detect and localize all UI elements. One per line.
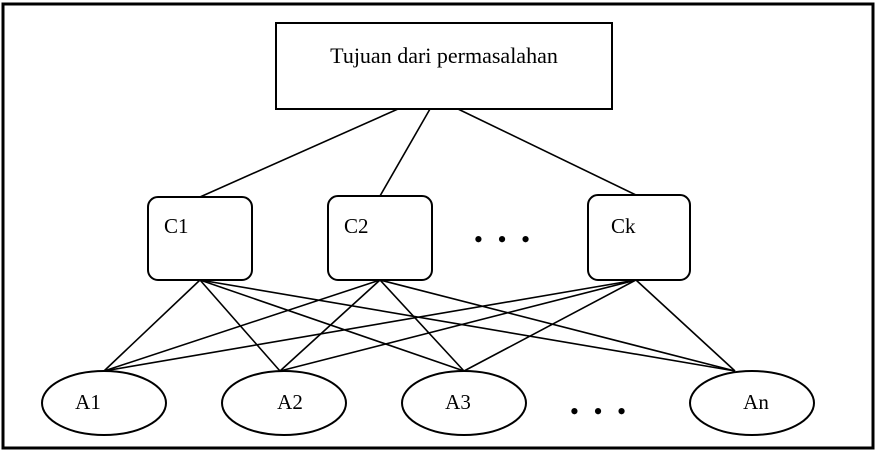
criterion-node-c2: C2 [327, 195, 433, 281]
goal-box [275, 22, 613, 110]
alternative-ellipse-a2 [221, 370, 347, 436]
edge-goal-c2 [379, 108, 431, 197]
edge-ck-an [635, 279, 736, 372]
alternative-node-a1: A1 [41, 370, 167, 436]
edge-ck-a3 [463, 279, 637, 372]
alternatives-ellipsis: • • • [570, 397, 630, 426]
criterion-label-c1: C1 [164, 214, 189, 238]
edge-c1-a3 [199, 279, 465, 372]
alternative-label-a2: A2 [277, 390, 303, 414]
edge-c2-an [379, 279, 736, 372]
edge-c2-a3 [379, 279, 465, 372]
alternative-ellipse-a3 [401, 370, 527, 436]
edge-goal-ck [457, 108, 637, 196]
edge-c1-an [199, 279, 736, 372]
connector-lines [103, 108, 736, 372]
edge-c2-a2 [279, 279, 381, 372]
edge-ck-a1 [103, 279, 637, 372]
alternative-node-a3: A3 [401, 370, 527, 436]
alternative-ellipse-an [689, 370, 815, 436]
criterion-box-c2 [327, 195, 433, 281]
alternative-node-a2: A2 [221, 370, 347, 436]
alternative-node-an: An [689, 370, 815, 436]
criteria-ellipsis: • • • [474, 225, 534, 254]
criterion-box-c1 [147, 196, 253, 281]
criterion-label-c2: C2 [344, 214, 369, 238]
edge-ck-a2 [279, 279, 637, 372]
goal-node: Tujuan dari permasalahan [275, 22, 613, 110]
alternative-label-a3: A3 [445, 390, 471, 414]
alternative-label-a1: A1 [75, 390, 101, 414]
criterion-box-ck [587, 194, 691, 281]
alternative-label-an: An [743, 390, 769, 414]
criterion-label-ck: Ck [611, 214, 636, 238]
goal-label: Tujuan dari permasalahan [330, 43, 558, 68]
criterion-node-ck: Ck [587, 194, 691, 281]
edge-c1-a1 [103, 279, 201, 372]
edge-goal-c1 [199, 108, 399, 198]
alternative-ellipse-a1 [41, 370, 167, 436]
edge-c2-a1 [103, 279, 381, 372]
criterion-node-c1: C1 [147, 196, 253, 281]
